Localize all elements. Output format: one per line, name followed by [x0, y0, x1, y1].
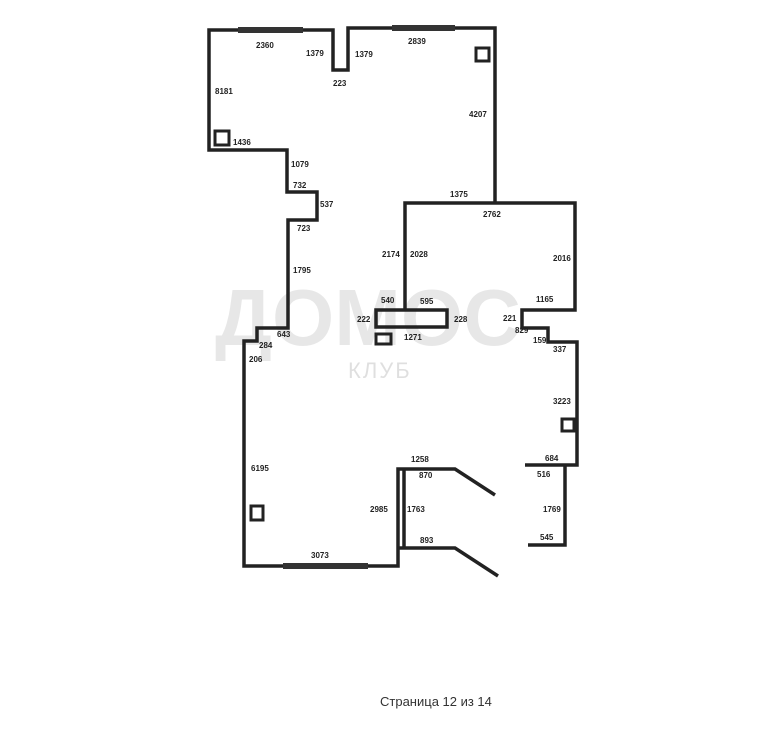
dim-label: 3073 — [311, 551, 329, 560]
dim-label: 893 — [420, 536, 434, 545]
column — [560, 417, 576, 433]
dim-label: 684 — [545, 454, 559, 463]
lower-right-wall — [528, 465, 567, 547]
dim-label: 1769 — [543, 505, 561, 514]
column — [213, 129, 231, 147]
dim-label: 1379 — [355, 50, 373, 59]
dim-label: 2016 — [553, 254, 571, 263]
right-room-wall — [403, 201, 579, 467]
dim-label: 1763 — [407, 505, 425, 514]
dim-label: 1795 — [293, 266, 311, 275]
dim-label: 228 — [454, 315, 468, 324]
dim-label: 732 — [293, 181, 307, 190]
dim-label: 2839 — [408, 37, 426, 46]
dim-label: 1258 — [411, 455, 429, 464]
column — [249, 504, 265, 522]
dim-label: 4207 — [469, 110, 487, 119]
dim-label: 223 — [333, 79, 347, 88]
dim-label: 643 — [277, 330, 291, 339]
door-wall — [398, 546, 499, 578]
dim-label: 2174 — [382, 250, 400, 259]
dim-label: 1375 — [450, 190, 468, 199]
dim-label: 1165 — [536, 295, 554, 304]
dim-label: 829 — [515, 326, 529, 335]
dim-label: 3223 — [553, 397, 571, 406]
partition-box — [374, 308, 449, 329]
dim-label: 284 — [259, 341, 273, 350]
dim-label: 2762 — [483, 210, 501, 219]
dim-label: 516 — [537, 470, 551, 479]
dim-label: 2985 — [370, 505, 388, 514]
dim-label: 2028 — [410, 250, 428, 259]
dim-label: 1079 — [291, 160, 309, 169]
dim-label: 870 — [419, 471, 433, 480]
dim-label: 545 — [540, 533, 554, 542]
dim-label: 159 — [533, 336, 547, 345]
dim-label: 221 — [503, 314, 517, 323]
page-footer: Страница 12 из 14 — [380, 694, 492, 709]
dim-label: 723 — [297, 224, 311, 233]
dim-label: 206 — [249, 355, 263, 364]
column — [474, 46, 491, 63]
dim-label: 1271 — [404, 333, 422, 342]
dim-label: 1436 — [233, 138, 251, 147]
dim-label: 337 — [553, 345, 567, 354]
dim-label: 222 — [357, 315, 371, 324]
svg-text:КЛУБ: КЛУБ — [348, 358, 412, 383]
dimension-labels: 2360 1379 1379 223 2839 8181 4207 1436 1… — [215, 37, 571, 560]
dim-label: 595 — [420, 297, 434, 306]
dim-label: 8181 — [215, 87, 233, 96]
dim-label: 1379 — [306, 49, 324, 58]
dim-label: 6195 — [251, 464, 269, 473]
dim-label: 2360 — [256, 41, 274, 50]
dim-label: 537 — [320, 200, 334, 209]
dim-label: 540 — [381, 296, 395, 305]
watermark-logo: ДОМОС КЛУБ — [215, 273, 521, 383]
svg-text:ДОМОС: ДОМОС — [215, 273, 521, 362]
column — [374, 332, 393, 346]
